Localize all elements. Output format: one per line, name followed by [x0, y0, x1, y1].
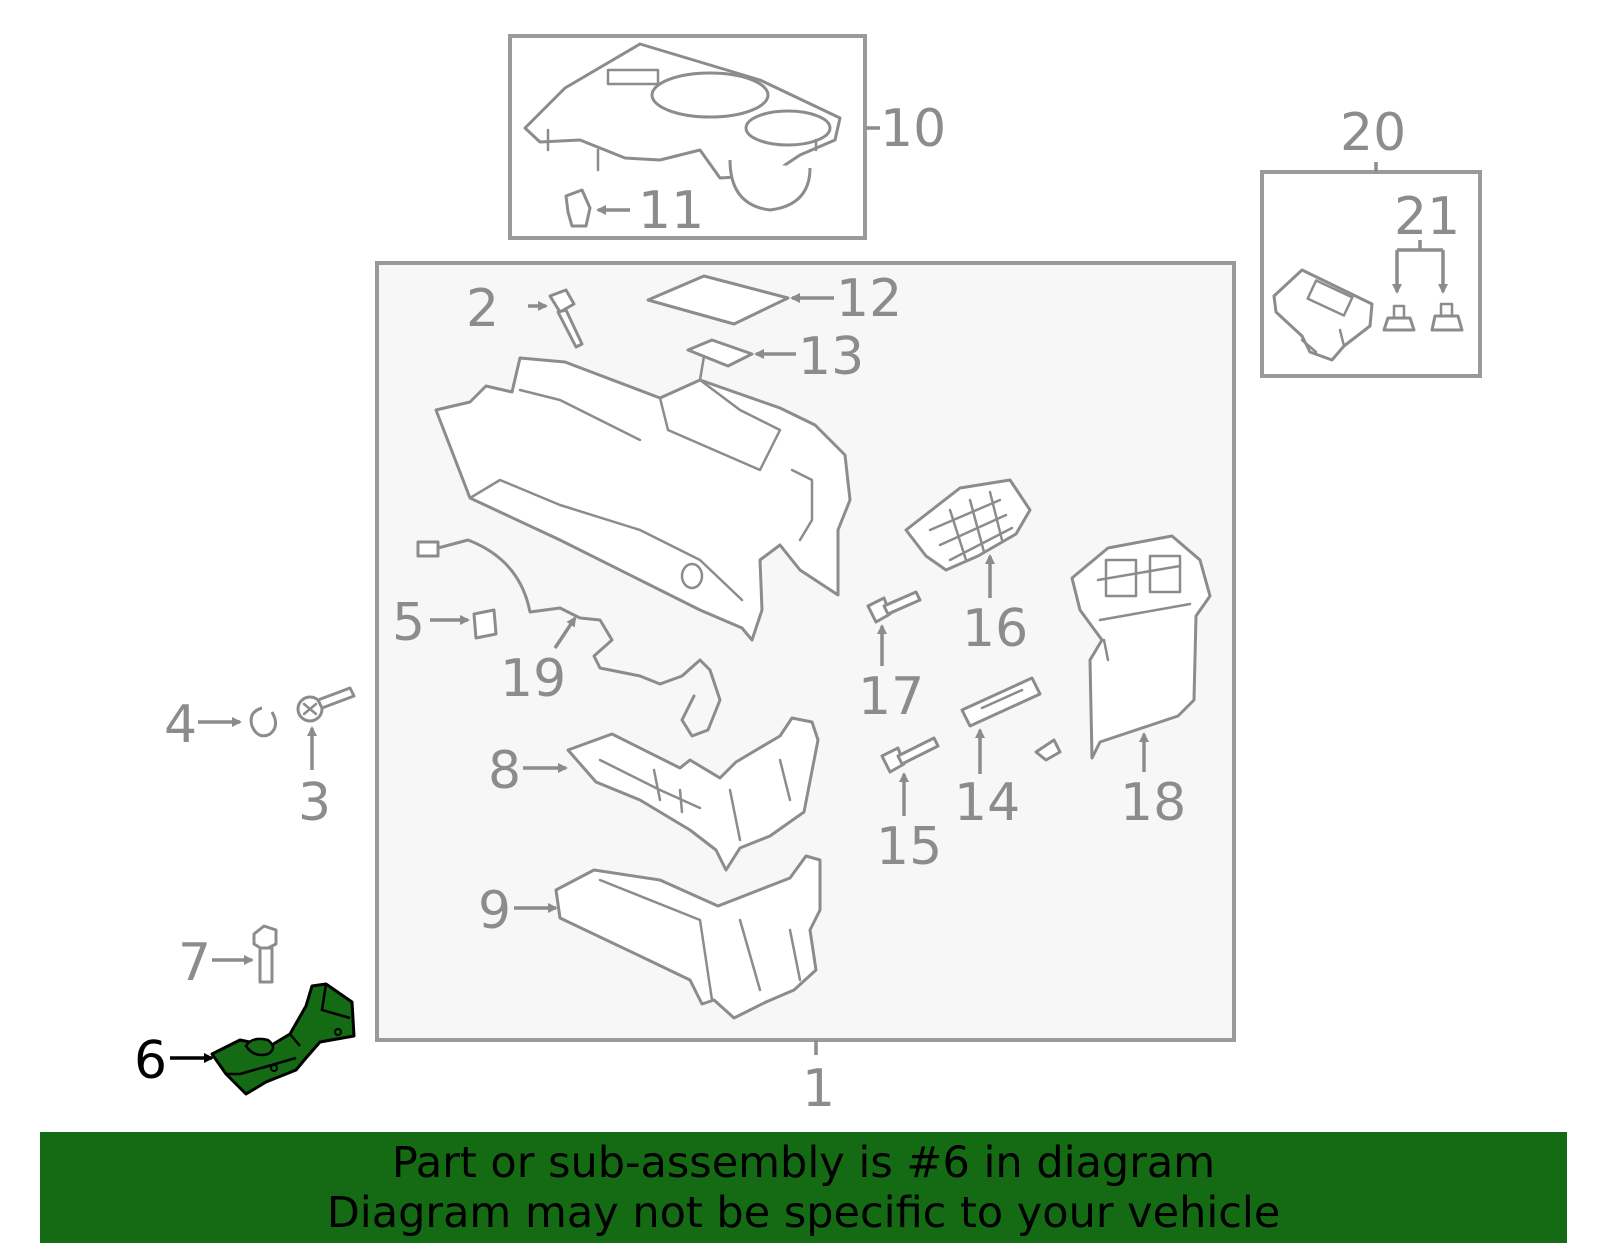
vent-grille-part: [904, 478, 1032, 572]
callout-label-highlighted: 6: [134, 1031, 167, 1091]
bolt-part: [252, 924, 278, 984]
clip-part: [564, 188, 592, 228]
callout-label: 8: [488, 741, 521, 801]
callout-label: 12: [836, 269, 902, 329]
small-clip-part: [1034, 738, 1062, 762]
small-pad-part: [686, 338, 754, 368]
callout-label: 14: [954, 773, 1020, 833]
callout-label: 13: [798, 327, 864, 387]
info-banner: Part or sub-assembly is #6 in diagram Di…: [40, 1132, 1567, 1243]
screw-part-2: [548, 288, 584, 349]
callout-label: 4: [164, 695, 197, 755]
clip-nut-part: [1382, 302, 1464, 332]
rear-panel-part: [1070, 534, 1212, 760]
screw-part-3: [296, 686, 356, 723]
screw-part-17: [866, 590, 922, 624]
screw-part-15: [880, 736, 940, 774]
callout-label: 7: [178, 933, 211, 993]
wiring-harness-part: [418, 538, 722, 738]
callout-label: 21: [1394, 187, 1460, 247]
banner-line-1: Part or sub-assembly is #6 in diagram: [391, 1137, 1216, 1188]
lower-bracket-part: [566, 716, 820, 872]
switch-panel-part: [960, 676, 1042, 728]
harness-connector: [416, 540, 440, 558]
console-body-part: [434, 348, 852, 642]
callout-label: 11: [638, 181, 704, 241]
callout-label: 20: [1340, 103, 1406, 163]
callout-label: 5: [392, 593, 425, 653]
switch-part: [1272, 268, 1374, 362]
mat-pad-part: [646, 274, 790, 326]
callout-label: 17: [858, 667, 924, 727]
highlighted-bracket-part[interactable]: [210, 982, 356, 1096]
foam-pad-part: [472, 608, 498, 640]
callout-label: 18: [1120, 773, 1186, 833]
callout-label: 16: [962, 599, 1028, 659]
callout-label: 19: [500, 649, 566, 709]
clip-ring-part: [249, 706, 277, 738]
callout-label: 1: [802, 1059, 835, 1119]
cup-holder-tray-part: [523, 42, 842, 212]
callout-label: 10: [880, 99, 946, 159]
bottom-bracket-part: [554, 854, 822, 1020]
callout-label: 9: [478, 881, 511, 941]
banner-line-2: Diagram may not be specific to your vehi…: [326, 1187, 1281, 1238]
callout-label: 15: [876, 817, 942, 877]
callout-label: 2: [466, 279, 499, 339]
callout-label: 3: [298, 773, 331, 833]
